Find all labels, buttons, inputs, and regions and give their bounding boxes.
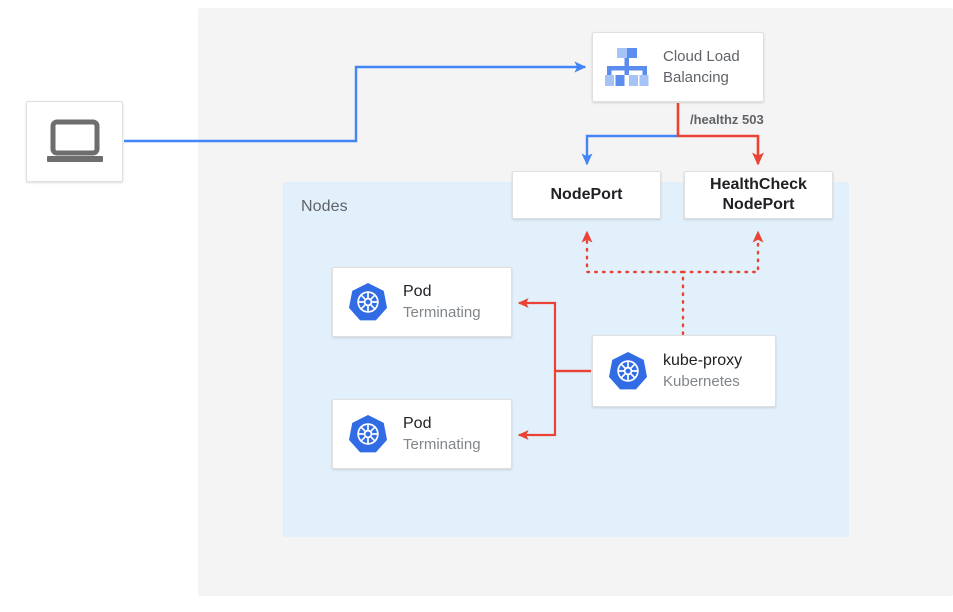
cloud-load-balancing-icon	[605, 48, 649, 86]
healthz-edge-label: /healthz 503	[690, 112, 764, 127]
pod-1-text: Pod Terminating	[403, 282, 481, 322]
kubernetes-icon	[348, 414, 388, 453]
nodes-group-label: Nodes	[301, 198, 348, 215]
kube-proxy-title: kube-proxy	[663, 351, 743, 369]
healthcheck-nodeport-label: HealthCheck NodePort	[710, 175, 807, 216]
kubernetes-icon	[348, 282, 388, 321]
cloud-load-balancing-title-line1: Cloud Load	[663, 47, 740, 65]
cloud-load-balancing-label: Cloud Load Balancing	[663, 46, 740, 89]
nodeport-label: NodePort	[550, 185, 623, 203]
cloud-load-balancing-node[interactable]: Cloud Load Balancing	[592, 32, 764, 102]
kube-proxy-node[interactable]: kube-proxy Kubernetes	[592, 335, 776, 407]
healthcheck-nodeport-label-line2: NodePort	[722, 196, 795, 213]
healthcheck-nodeport-node[interactable]: HealthCheck NodePort	[684, 171, 833, 219]
pod-2-text: Pod Terminating	[403, 414, 481, 454]
pod-1-title: Pod	[403, 282, 432, 300]
pod-2-title: Pod	[403, 414, 432, 432]
nodeport-node[interactable]: NodePort	[512, 171, 661, 219]
pod-node-2[interactable]: Pod Terminating	[332, 399, 512, 469]
kube-proxy-text: kube-proxy Kubernetes	[663, 351, 742, 391]
kubernetes-icon	[608, 351, 648, 390]
pod-2-subtitle: Terminating	[403, 435, 481, 453]
healthcheck-nodeport-label-line1: HealthCheck	[710, 175, 807, 193]
pod-1-subtitle: Terminating	[403, 303, 481, 321]
client-node[interactable]	[26, 101, 123, 182]
pod-node-1[interactable]: Pod Terminating	[332, 267, 512, 337]
cloud-load-balancing-title-line2: Balancing	[663, 69, 729, 86]
kube-proxy-subtitle: Kubernetes	[663, 372, 740, 390]
laptop-icon	[46, 119, 103, 162]
